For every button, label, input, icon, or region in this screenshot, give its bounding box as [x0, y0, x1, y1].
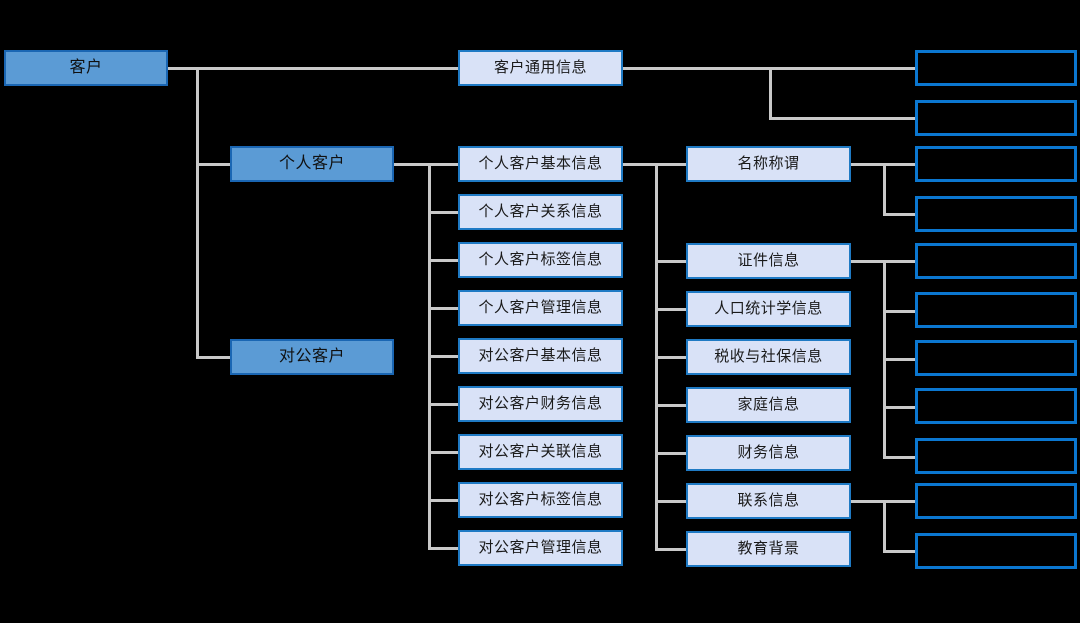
connector-col4-groupD-vertical [883, 500, 886, 550]
connector-col2-row10 [428, 547, 460, 550]
connector-col2-row5 [428, 307, 460, 310]
connector-col4-rowC4 [883, 406, 915, 409]
node-col2-corporate-basic-info[interactable]: 对公客户基本信息 [458, 338, 623, 374]
connector-col4-groupB-vertical [883, 163, 886, 213]
node-col4-item-11[interactable] [915, 533, 1077, 569]
node-corporate-customer[interactable]: 对公客户 [230, 339, 394, 375]
node-root-customer[interactable]: 客户 [4, 50, 168, 86]
node-col3-name-title[interactable]: 名称称谓 [686, 146, 851, 182]
node-col4-item-7[interactable] [915, 340, 1077, 376]
connector-col4-rowC2 [883, 310, 915, 313]
connector-col3-row2 [655, 260, 687, 263]
node-col3-tax-social-security-info[interactable]: 税收与社保信息 [686, 339, 851, 375]
connector-col4-rowC5 [883, 456, 915, 459]
node-col4-item-6[interactable] [915, 292, 1077, 328]
node-col4-item-10[interactable] [915, 483, 1077, 519]
connector-col4-rowD2 [883, 550, 915, 553]
node-col2-customer-common-info[interactable]: 客户通用信息 [458, 50, 623, 86]
connector-col4-rowB2 [883, 213, 915, 216]
node-col4-item-1[interactable] [915, 50, 1077, 86]
connector-col3-row3 [655, 308, 687, 311]
connector-id-info-out [851, 260, 883, 263]
node-col2-personal-tag-info[interactable]: 个人客户标签信息 [458, 242, 623, 278]
connector-root-trunk-vertical [196, 67, 199, 359]
node-col2-personal-manage-info[interactable]: 个人客户管理信息 [458, 290, 623, 326]
connector-root-to-common [196, 67, 460, 70]
connector-col4-rowA2 [769, 117, 915, 120]
connector-col4-rowC1 [883, 260, 915, 263]
connector-col4-rowD1 [883, 500, 915, 503]
node-col3-education-background[interactable]: 教育背景 [686, 531, 851, 567]
node-col3-demographic-info[interactable]: 人口统计学信息 [686, 291, 851, 327]
connector-root-out [168, 67, 198, 70]
connector-col2-row2 [428, 163, 460, 166]
connector-col2-row8 [428, 451, 460, 454]
connector-col3-row7 [655, 500, 687, 503]
node-col4-item-5[interactable] [915, 243, 1077, 279]
node-col3-family-info[interactable]: 家庭信息 [686, 387, 851, 423]
connector-col2-row4 [428, 259, 460, 262]
connector-col4-rowC3 [883, 358, 915, 361]
connector-col2-row3 [428, 211, 460, 214]
node-col2-corporate-finance-info[interactable]: 对公客户财务信息 [458, 386, 623, 422]
node-col4-item-4[interactable] [915, 196, 1077, 232]
node-personal-customer[interactable]: 个人客户 [230, 146, 394, 182]
connector-col2-row6 [428, 355, 460, 358]
connector-col2-row7 [428, 403, 460, 406]
node-col2-corporate-relation-info[interactable]: 对公客户关联信息 [458, 434, 623, 470]
connector-root-to-personal [196, 163, 232, 166]
node-col2-corporate-tag-info[interactable]: 对公客户标签信息 [458, 482, 623, 518]
connector-col4-groupA-vertical [769, 67, 772, 117]
node-col4-item-9[interactable] [915, 438, 1077, 474]
node-col3-contact-info[interactable]: 联系信息 [686, 483, 851, 519]
connector-col4-rowB1 [883, 163, 915, 166]
connector-common-out [623, 67, 769, 70]
connector-root-to-corporate [196, 356, 232, 359]
node-col2-personal-basic-info[interactable]: 个人客户基本信息 [458, 146, 623, 182]
connector-col2-row9 [428, 499, 460, 502]
node-col3-finance-info[interactable]: 财务信息 [686, 435, 851, 471]
node-col4-item-2[interactable] [915, 100, 1077, 136]
node-col4-item-8[interactable] [915, 388, 1077, 424]
connector-contact-out [851, 500, 883, 503]
node-col4-item-3[interactable] [915, 146, 1077, 182]
connector-col3-trunk-vertical [655, 163, 658, 548]
node-col2-personal-relation-info[interactable]: 个人客户关系信息 [458, 194, 623, 230]
connector-personal-basic-out [623, 163, 655, 166]
connector-col4-rowA1 [769, 67, 915, 70]
connector-col3-row5 [655, 404, 687, 407]
connector-name-title-out [851, 163, 883, 166]
connector-personal-out [392, 163, 428, 166]
connector-col3-row4 [655, 356, 687, 359]
connector-col3-row8 [655, 548, 687, 551]
node-col3-id-document-info[interactable]: 证件信息 [686, 243, 851, 279]
connector-col3-row1 [655, 163, 687, 166]
node-col2-corporate-manage-info[interactable]: 对公客户管理信息 [458, 530, 623, 566]
connector-col3-row6 [655, 452, 687, 455]
